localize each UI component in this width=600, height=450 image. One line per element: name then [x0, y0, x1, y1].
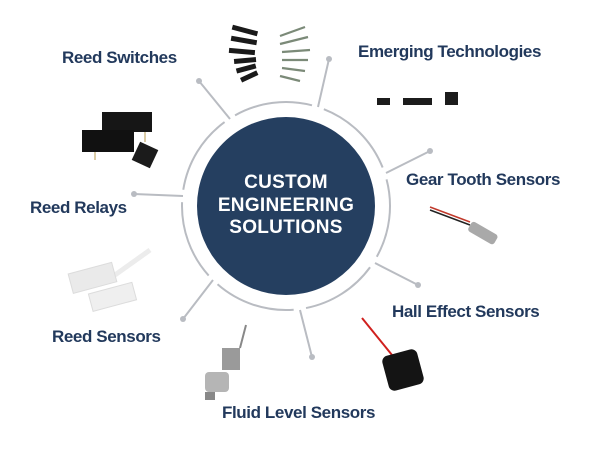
connector-dot	[326, 56, 332, 62]
reed-relay-icon	[82, 112, 159, 169]
connector-dot	[180, 316, 186, 322]
ring-arc	[305, 266, 371, 310]
connector-line	[198, 80, 231, 120]
ring-arc	[216, 283, 294, 311]
ring-arc	[234, 101, 313, 117]
connector-dot	[196, 78, 202, 84]
connector-dot	[309, 354, 315, 360]
label-hall-effect-sensors[interactable]: Hall Effect Sensors	[392, 302, 540, 321]
connector-dot	[131, 191, 137, 197]
center-circle	[197, 117, 375, 295]
connector-line	[385, 150, 431, 174]
reed-sensor-icon	[67, 247, 152, 312]
chip-icon	[377, 92, 458, 105]
connector-line	[133, 193, 184, 197]
center-title: CUSTOM ENGINEERING SOLUTIONS	[196, 172, 376, 240]
label-emerging-technologies[interactable]: Emerging Technologies	[358, 42, 542, 61]
ring-arc	[323, 108, 384, 168]
connector-line	[317, 58, 330, 108]
connector-line	[374, 262, 419, 286]
connector-line	[299, 309, 313, 358]
center-title-line: SOLUTIONS	[229, 217, 343, 238]
connector-dot	[427, 148, 433, 154]
gear-tooth-sensor-icon	[429, 206, 498, 245]
ring-arc	[375, 179, 391, 258]
ring-arc	[181, 202, 210, 277]
label-reed-relays[interactable]: Reed Relays	[30, 198, 127, 217]
label-fluid-level-sensors[interactable]: Fluid Level Sensors	[222, 403, 376, 422]
ring-arc	[182, 121, 226, 190]
hall-effect-sensor-icon	[361, 317, 424, 391]
center-title-line: ENGINEERING	[217, 194, 355, 216]
center-title-line: CUSTOM	[244, 172, 328, 193]
fluid-level-sensor-icon	[205, 324, 247, 400]
label-reed-switches[interactable]: Reed Switches	[62, 48, 177, 67]
label-reed-sensors[interactable]: Reed Sensors	[52, 327, 161, 346]
connector-dot	[415, 282, 421, 288]
label-gear-tooth-sensors[interactable]: Gear Tooth Sensors	[406, 170, 561, 189]
connector-line	[182, 279, 214, 320]
reed-switch-icon	[228, 24, 311, 83]
